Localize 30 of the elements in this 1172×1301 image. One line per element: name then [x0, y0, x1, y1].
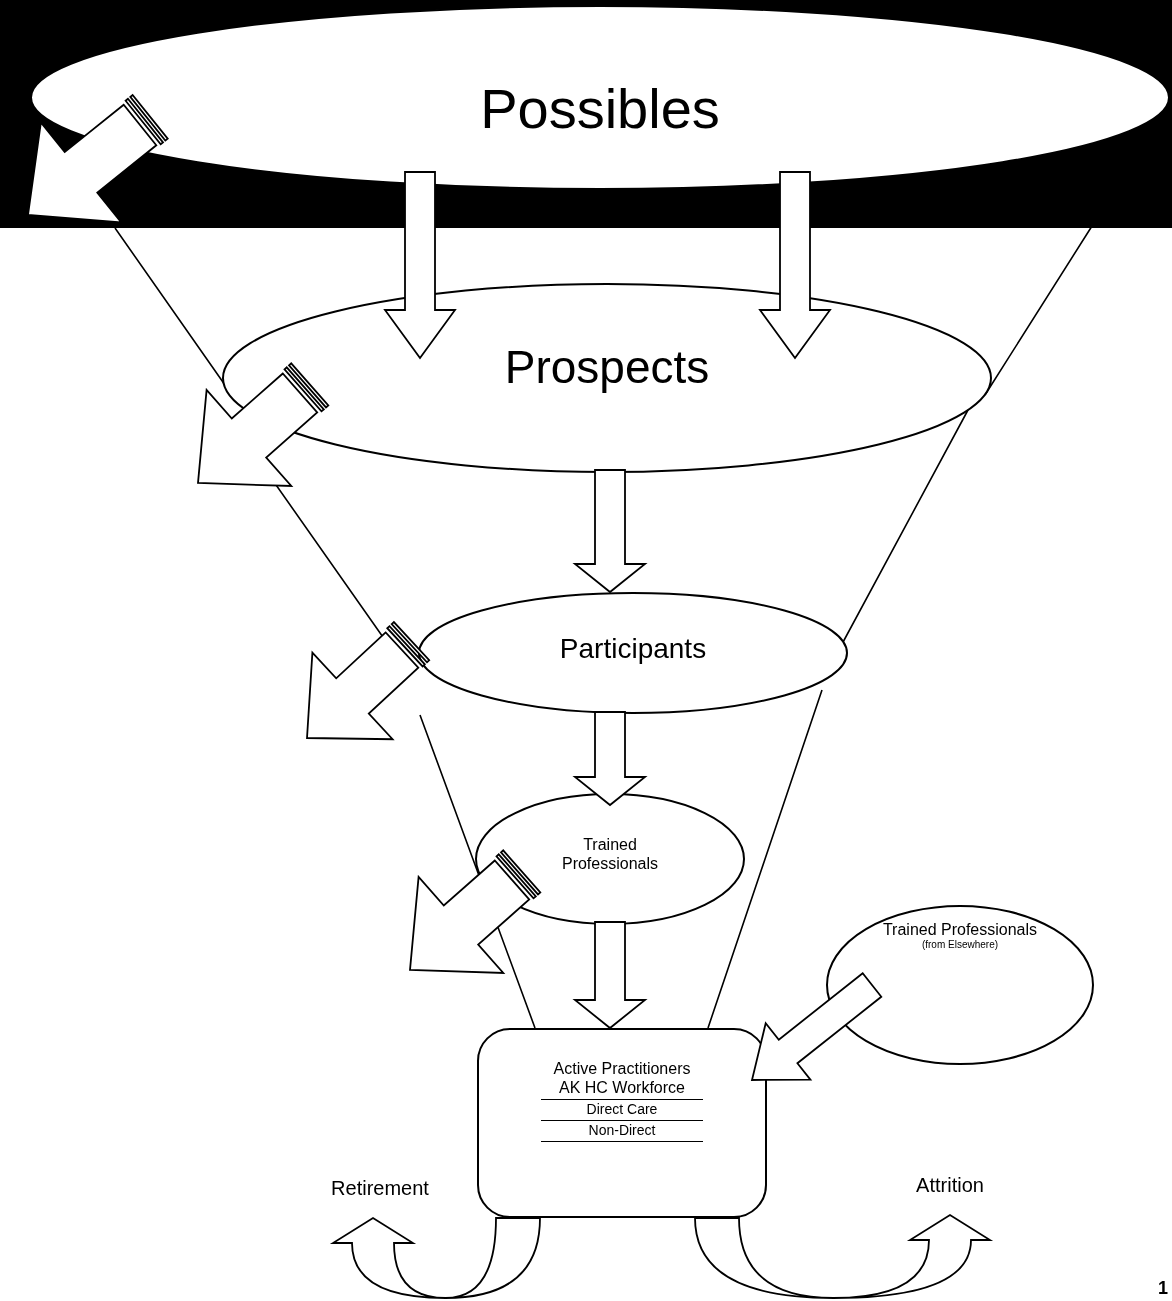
block-arrow — [383, 171, 457, 360]
node-label: Prospects — [503, 340, 711, 395]
ellipse-node — [475, 793, 745, 925]
block-arrow — [572, 921, 648, 1030]
block-arrow — [750, 971, 883, 1081]
ellipse-node — [222, 283, 992, 473]
page-number: 1 — [1158, 1278, 1168, 1299]
curved-block-arrow — [332, 1217, 541, 1299]
block-arrow — [26, 93, 169, 224]
rounded-box — [477, 1028, 767, 1218]
block-arrow — [572, 711, 648, 807]
node-label: Participants — [558, 632, 708, 666]
node-label: Non-Direct — [541, 1121, 703, 1142]
node-label: Active Practitioners AK HC Workforce — [541, 1058, 703, 1101]
block-arrow — [572, 469, 648, 594]
ellipse-node — [826, 905, 1094, 1065]
node-label: Direct Care — [541, 1100, 703, 1122]
ellipse-node — [418, 592, 848, 714]
ellipse-node — [30, 5, 1170, 190]
block-arrow — [409, 849, 542, 974]
curved-block-arrow — [694, 1214, 991, 1299]
block-arrow — [197, 362, 330, 487]
node-label: Attrition — [915, 1173, 985, 1197]
node-label: Retirement — [330, 1176, 430, 1200]
node-label: Trained Professionals — [881, 920, 1039, 940]
block-arrow — [758, 171, 832, 360]
block-arrow — [306, 620, 431, 741]
node-label: (from Elsewhere) — [920, 939, 1000, 952]
node-label: Trained Professionals — [560, 835, 659, 874]
node-label: Possibles — [479, 76, 721, 142]
